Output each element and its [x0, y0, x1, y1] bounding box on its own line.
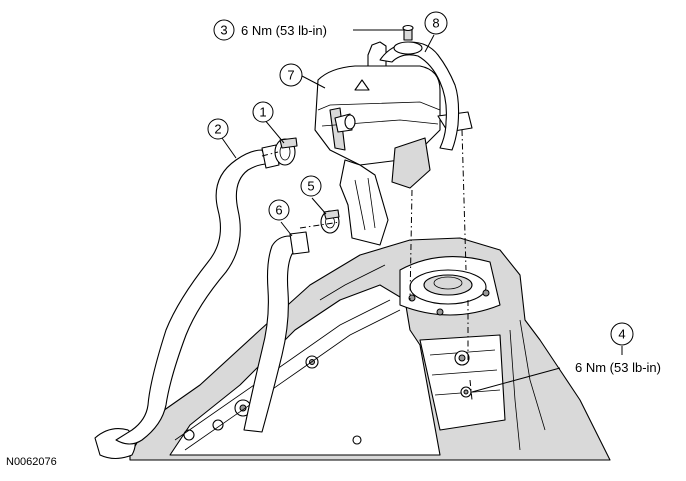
callout-8: 8 — [424, 11, 448, 35]
callout-4: 4 — [610, 322, 634, 346]
hose-clamp-5 — [320, 209, 340, 234]
figure-id: N0062076 — [6, 456, 57, 468]
torque-spec-right: 6 Nm (53 lb-in) — [575, 360, 661, 375]
alignment-lines — [261, 129, 473, 401]
callout-leaders — [221, 29, 623, 393]
svg-text:1: 1 — [259, 105, 266, 120]
strut-tower — [399, 256, 501, 316]
svg-text:3: 3 — [220, 23, 227, 38]
coolant-hose-8 — [379, 24, 460, 151]
shock-housing — [419, 334, 506, 431]
svg-text:5: 5 — [307, 179, 314, 194]
svg-text:4: 4 — [618, 327, 625, 342]
hose-clamp-1 — [274, 137, 298, 166]
callout-7: 7 — [279, 63, 303, 87]
torque-spec-top: 6 Nm (53 lb-in) — [241, 23, 327, 38]
callout-6: 6 — [268, 199, 290, 221]
svg-text:7: 7 — [287, 68, 294, 83]
svg-text:8: 8 — [432, 16, 439, 31]
callout-5: 5 — [300, 175, 322, 197]
callout-1: 1 — [252, 101, 274, 123]
coolant-hose-6 — [243, 231, 310, 433]
callout-3: 3 — [213, 19, 235, 41]
svg-text:6: 6 — [275, 203, 282, 218]
callout-2: 2 — [207, 118, 229, 140]
svg-text:2: 2 — [214, 122, 221, 137]
